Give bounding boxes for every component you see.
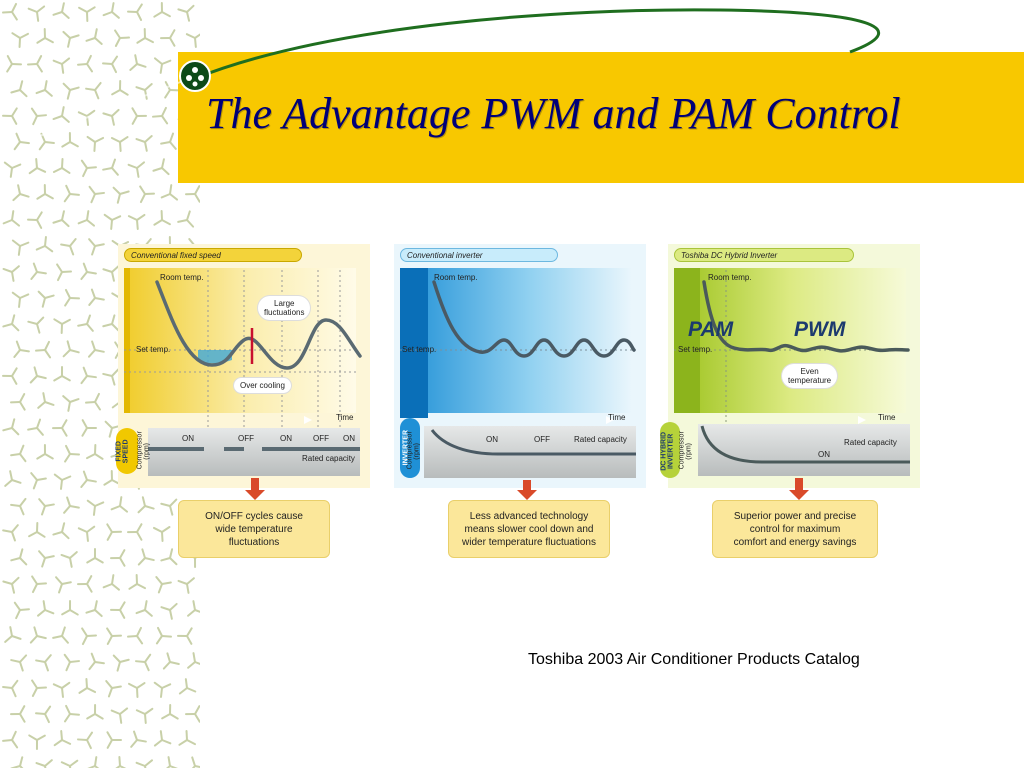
bar-label: ON — [182, 434, 194, 443]
rated-capacity-label: Rated capacity — [844, 438, 897, 447]
bar-label: OFF — [238, 434, 254, 443]
bar-label: ON — [343, 434, 355, 443]
bar-label: ON — [280, 434, 292, 443]
even-temperature-bubble: Even temperature — [782, 364, 838, 388]
down-arrow-icon — [789, 478, 809, 500]
result-box: ON/OFF cycles cause wide temperature flu… — [178, 500, 330, 558]
rated-capacity-label: Rated capacity — [302, 454, 355, 463]
side-label: DC HYBRID INVERTER — [660, 431, 675, 471]
result-box: Superior power and precise control for m… — [712, 500, 878, 558]
over-cooling-bubble: Over cooling — [234, 378, 291, 393]
panel-header: Toshiba DC Hybrid Inverter — [674, 248, 854, 262]
bar-label: OFF — [534, 435, 550, 444]
down-arrow-icon — [245, 478, 265, 500]
time-label: Time — [878, 413, 896, 422]
bar-label: OFF — [313, 434, 329, 443]
set-temp-label: Set temp. — [402, 345, 437, 354]
room-temp-label: Room temp. — [434, 273, 478, 282]
panel-header: Conventional fixed speed — [124, 248, 302, 262]
compressor-label: Compressor (rpm) — [678, 431, 693, 470]
down-arrow-icon — [517, 480, 537, 500]
room-temp-label: Room temp. — [160, 273, 204, 282]
pwm-label: PWM — [794, 318, 846, 341]
panel-conventional-inverter: Conventional inverter Room temp. Set tem… — [388, 240, 650, 570]
time-label: Time — [336, 413, 354, 422]
compressor-label: Compressor (rpm) — [406, 431, 421, 470]
large-fluctuations-bubble: Large fluctuations — [258, 296, 311, 320]
source-caption: Toshiba 2003 Air Conditioner Products Ca… — [528, 651, 860, 668]
panel-fixed-speed: Conventional fixed speed Room temp. Set … — [112, 240, 374, 570]
result-box: Less advanced technology means slower co… — [448, 500, 610, 558]
side-label: FIXED SPEED — [115, 439, 130, 464]
time-label: Time — [608, 413, 626, 422]
set-temp-label: Set temp. — [136, 345, 171, 354]
compressor-label: Compressor (rpm) — [136, 431, 151, 470]
pam-label: PAM — [688, 318, 734, 341]
panel-header: Conventional inverter — [400, 248, 558, 262]
bar-label: ON — [818, 450, 830, 459]
panel-dc-hybrid-inverter: Toshiba DC Hybrid Inverter Room temp. Se… — [660, 240, 924, 570]
room-temp-label: Room temp. — [708, 273, 752, 282]
rated-capacity-label: Rated capacity — [574, 435, 627, 444]
set-temp-label: Set temp. — [678, 345, 713, 354]
slide-title: The Advantage PWM and PAM Control — [206, 89, 901, 138]
bar-label: ON — [486, 435, 498, 444]
